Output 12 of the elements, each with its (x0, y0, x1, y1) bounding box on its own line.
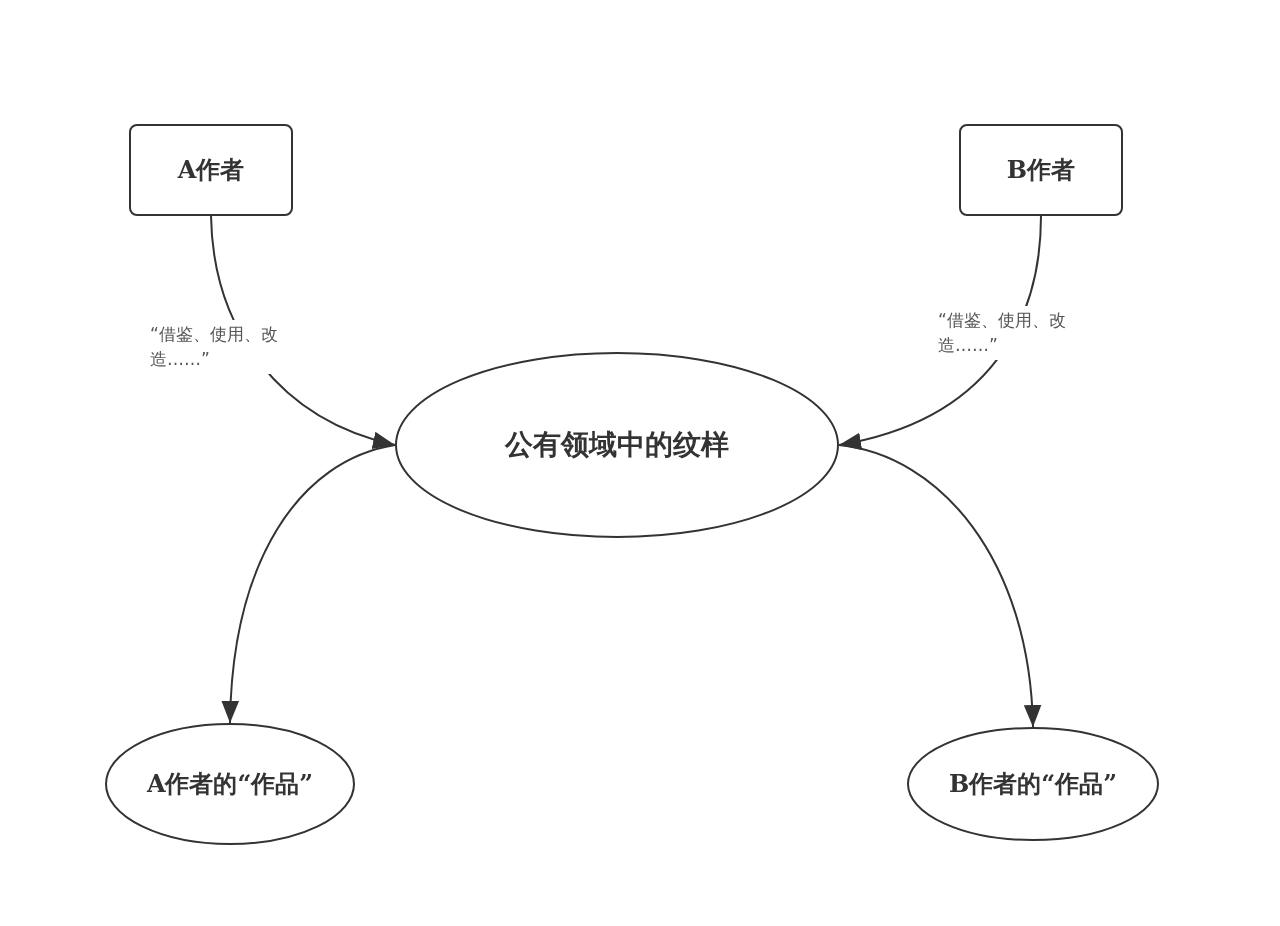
arrow (222, 444, 396, 724)
node-label: A作者的“作品” (146, 768, 314, 800)
ellipse-node (395, 352, 839, 538)
node-label: B作者的“作品” (949, 768, 1117, 800)
author-box (959, 124, 1123, 216)
node-label: 公有领域中的纹样 (505, 427, 729, 463)
author-box (129, 124, 293, 216)
node-label: A作者 (177, 154, 245, 186)
ellipse-node (907, 727, 1159, 841)
node-label: B作者 (1006, 154, 1076, 186)
arrow (838, 444, 1041, 728)
ellipse-node (105, 723, 355, 845)
